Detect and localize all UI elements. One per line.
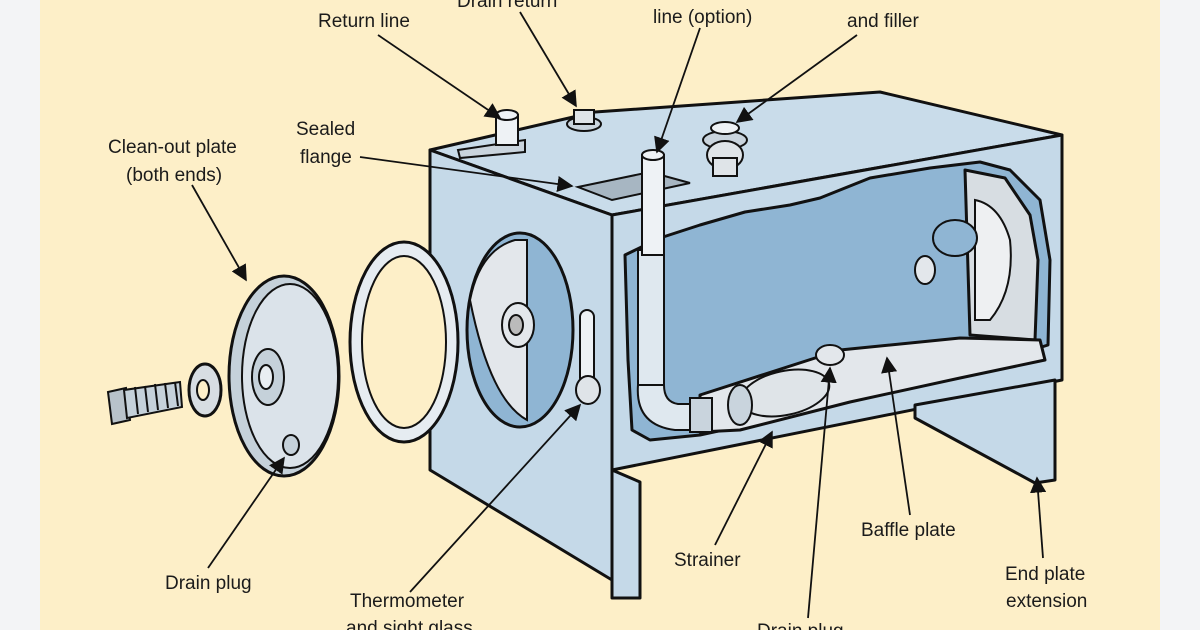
- label-suction-line-option: line (option): [653, 7, 752, 28]
- label-end-plate-line1: End plate: [1005, 564, 1085, 585]
- label-strainer: Strainer: [674, 550, 741, 571]
- label-sealed-flange-line1: Sealed: [296, 119, 355, 140]
- label-drain-plug-left: Drain plug: [165, 573, 252, 594]
- label-end-plate-line2: extension: [1006, 591, 1087, 612]
- gasket: [348, 240, 460, 444]
- label-sealed-flange-line2: flange: [300, 147, 352, 168]
- label-clean-out-plate-line1: Clean-out plate: [108, 137, 237, 158]
- label-return-line: Return line: [318, 11, 410, 32]
- label-drain-return: Drain return: [457, 0, 557, 12]
- label-baffle-plate: Baffle plate: [861, 520, 956, 541]
- label-clean-out-plate-line2: (both ends): [126, 165, 222, 186]
- leader-lines: [191, 11, 1047, 619]
- clean-out-plate: [227, 274, 341, 478]
- label-breather-and-filler: and filler: [847, 11, 919, 32]
- top-fittings: [456, 109, 748, 256]
- label-drain-plug-bottom: Drain plug: [757, 621, 844, 630]
- end-opening: [465, 231, 601, 429]
- bolt: [106, 380, 184, 426]
- label-thermometer-line1: Thermometer: [350, 591, 465, 612]
- cutaway-interior: [623, 160, 1052, 442]
- washer: [187, 362, 223, 418]
- label-thermometer-line2: and sight glass: [346, 618, 473, 630]
